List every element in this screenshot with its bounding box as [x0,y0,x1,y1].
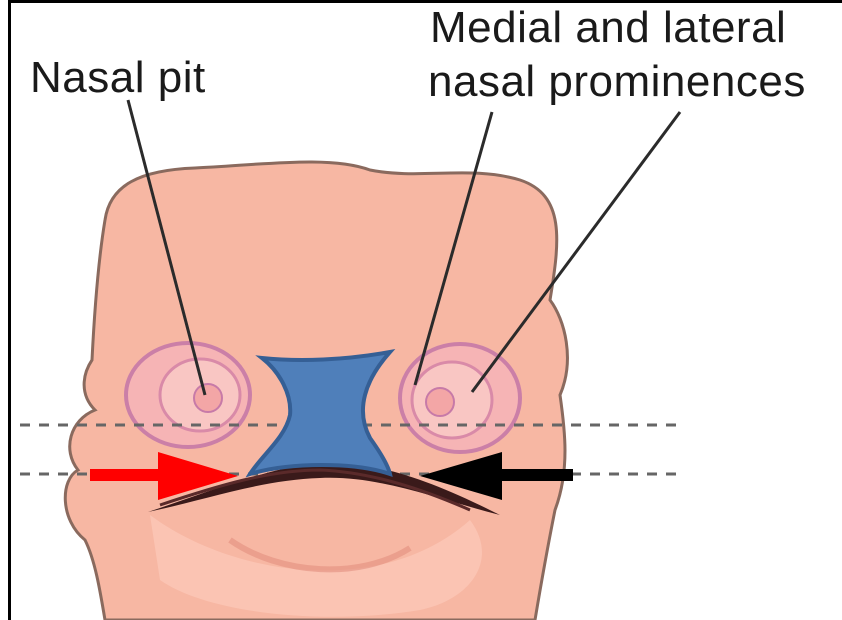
label-prominences-line1: Medial and lateral [430,2,786,54]
right-nasal-pit [400,344,520,452]
left-nasal-pit [126,343,250,447]
label-prominences-line2: nasal prominences [428,56,806,108]
label-nasal-pit: Nasal pit [30,52,206,104]
